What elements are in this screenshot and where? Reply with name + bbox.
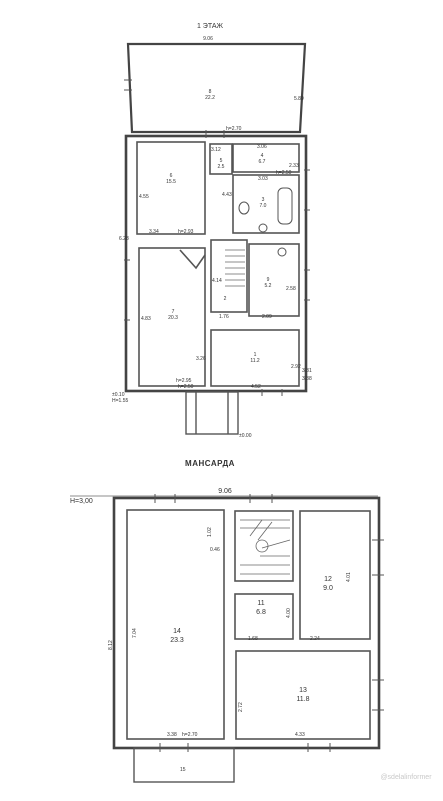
room-number: 7 [172, 309, 175, 315]
dim-label: 3.03 [258, 176, 268, 182]
dim-label: 2.33 [289, 163, 299, 169]
mansard-dimensions: 1.02 0.46 7.04 8.12 4.01 4.00 1.68 2.24 … [108, 527, 352, 773]
dim-label: 1.68 [248, 636, 258, 642]
dim-label: 6.28 [119, 236, 129, 242]
room-area: 2.5 [218, 164, 225, 170]
dim-label: 1.02 [207, 527, 213, 537]
dim-label: 3.38 [302, 376, 312, 382]
room-number: 9 [267, 277, 270, 283]
dim-label: H=1.55 [112, 398, 128, 404]
room-number: 8 [209, 89, 212, 95]
dim-label: 2.72 [238, 702, 244, 712]
floor1-stair [225, 249, 245, 287]
floor1-plan: 1 ЭТАЖ 9.06 [112, 23, 312, 439]
floor1-title: 1 ЭТАЖ [197, 23, 224, 30]
dim-label: 4.83 [141, 316, 151, 322]
dim-label: 4.43 [222, 192, 232, 198]
floor1-top-width: 9.06 [203, 36, 213, 42]
dim-label: 5.89 [294, 96, 304, 102]
dim-label: 0.46 [210, 547, 220, 553]
dim-label: 2.24 [310, 636, 320, 642]
room-number: 11 [257, 600, 264, 607]
room-number: 2 [224, 296, 227, 302]
floor1-inner-walls [136, 141, 300, 387]
watermark: @sdelalinformer [380, 774, 432, 781]
dim-label: h=2.50 [178, 384, 194, 390]
room-number: 12 [324, 576, 332, 583]
dim-label: h=2.95 [176, 378, 192, 384]
floor1-fixtures [238, 187, 293, 257]
room-area: 9.0 [323, 585, 333, 592]
dim-label: 3.06 [257, 144, 267, 150]
dim-label: 4.55 [139, 194, 149, 200]
dim-label: 2.58 [286, 286, 296, 292]
room-area: 15.5 [166, 179, 176, 185]
mansard-plan: МАНСАРДА H=3,00 9.06 [70, 459, 432, 783]
room-number: 1 [254, 352, 257, 358]
dim-label: 8.12 [108, 640, 114, 650]
house-outer-walls [124, 134, 308, 393]
dim-label: ±0.10 [112, 392, 125, 398]
mansard-title: МАНСАРДА [185, 459, 235, 468]
room-number: 14 [173, 628, 181, 635]
room-number: 6 [170, 173, 173, 179]
mansard-stair [240, 519, 291, 575]
room-number: 4 [261, 153, 264, 159]
mansard-height-mark: H=3,00 [70, 498, 93, 505]
dim-label: 4.52 [251, 384, 261, 390]
mansard-room-walls [126, 509, 371, 740]
room-area: 6.7 [259, 159, 266, 165]
dim-label: 2.92 [291, 364, 301, 370]
dim-label: 2.09 [262, 314, 272, 320]
dim-label: h=2.70 [226, 126, 242, 132]
room-area: 22.2 [205, 95, 215, 101]
room-area: 11.2 [250, 358, 260, 364]
room-number: 3 [262, 197, 265, 203]
dim-label: h=2.93 [178, 229, 194, 235]
dim-label: 4.01 [346, 572, 352, 582]
mansard-windows [154, 494, 384, 752]
room-area: 6.8 [256, 609, 266, 616]
veranda-walls [126, 42, 307, 134]
room-area: 5.2 [265, 283, 272, 289]
dim-label: 3.31 [302, 368, 312, 374]
dim-label: 15 [180, 767, 186, 773]
dim-label: 3.34 [149, 229, 159, 235]
room-area: 11.8 [296, 696, 309, 703]
mansard-balcony [133, 747, 235, 783]
room-area: 23.3 [170, 637, 184, 644]
dim-label: 3.12 [211, 147, 221, 153]
mansard-top-width: 9.06 [218, 488, 232, 495]
floor1-dimensions: 5.89 h=2.70 3.06 3.12 2.33 3.03 h=2.50 4… [112, 96, 312, 439]
room-area: 7.0 [260, 203, 267, 209]
dim-label: 1.76 [219, 314, 229, 320]
room-number: 13 [299, 687, 307, 694]
mansard-outer-walls [112, 496, 381, 750]
floor1-windows [124, 79, 310, 396]
dim-label: h=2.50 [276, 170, 292, 176]
dim-label: 7.04 [132, 628, 138, 638]
floor1-porch [185, 391, 239, 435]
dim-label: 4.00 [286, 608, 292, 618]
room-area: 20.3 [168, 315, 178, 321]
dim-label: 3.38 [167, 732, 177, 738]
dim-label: h=2.70 [182, 732, 198, 738]
room-number: 5 [220, 158, 223, 164]
dim-label: ±0.00 [239, 433, 252, 439]
dim-label: 3.26 [196, 356, 206, 362]
dim-label: 4.33 [295, 732, 305, 738]
dim-label: 4.14 [212, 278, 222, 284]
